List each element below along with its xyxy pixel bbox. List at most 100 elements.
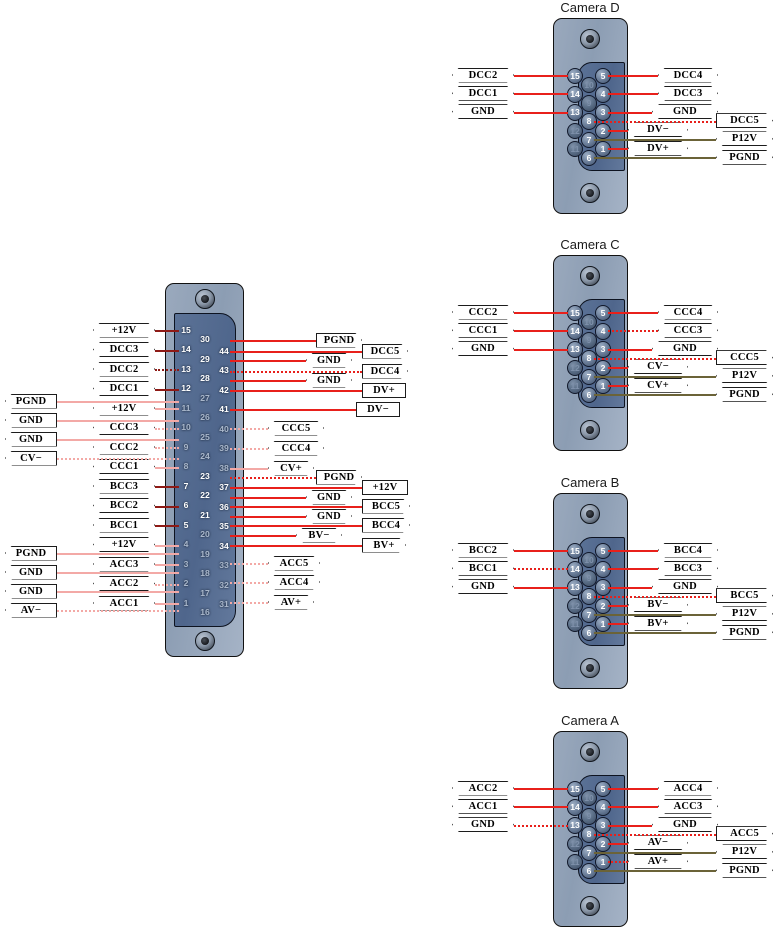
wire-cam-outer-7 xyxy=(594,375,716,378)
wire-right-outer-35 xyxy=(230,525,362,527)
wire-right-33 xyxy=(230,563,268,565)
main-left-label-DCC3-14: DCC3 xyxy=(93,342,155,357)
wire-cam-right-3 xyxy=(608,348,652,351)
camera-left-label-DCC1-14: DCC1 xyxy=(452,86,514,101)
main-right-label-GND-22: GND xyxy=(306,490,352,505)
camera-right-label-ACC4-5: ACC4 xyxy=(658,781,718,796)
camera-title: Camera C xyxy=(560,237,620,252)
wire-left-8 xyxy=(155,466,179,469)
wire-left-1 xyxy=(155,603,179,605)
screw-bottom xyxy=(580,183,600,203)
wire-cam-left-14 xyxy=(514,93,568,96)
camera-title: Camera D xyxy=(560,0,620,15)
pin-3: 3 xyxy=(594,341,612,358)
wire-left-10 xyxy=(155,427,179,430)
pin-9: 9 xyxy=(580,95,598,112)
wire-cam-right-5 xyxy=(608,788,658,790)
main-right-label-PGND-23: PGND xyxy=(316,470,362,485)
wire-left-outer-7 xyxy=(57,610,179,612)
camera-right-label-CCC3-4: CCC3 xyxy=(658,323,718,338)
main-left-outer-label-GND-5: GND xyxy=(5,564,57,580)
wire-left-3 xyxy=(155,564,179,566)
wire-left-5 xyxy=(155,525,179,527)
wire-cam-right-2 xyxy=(608,842,628,845)
wire-cam-left-14 xyxy=(514,806,568,809)
screw-top xyxy=(195,289,215,309)
camera-left-label-CCC2-15: CCC2 xyxy=(452,305,514,320)
pin-9: 9 xyxy=(580,570,598,587)
wire-cam-right-4 xyxy=(608,806,658,809)
wire-cam-right-2 xyxy=(608,129,628,132)
main-right-outer-label-DCC5-44: DCC5 xyxy=(362,344,408,359)
main-right-outer-label-BV+-34: BV+ xyxy=(362,538,406,553)
wire-cam-outer-6 xyxy=(594,394,716,397)
pin-1: 1 xyxy=(594,377,612,395)
screw-bottom xyxy=(195,631,215,651)
wire-cam-left-13 xyxy=(514,824,568,827)
main-left-label-ACC3-3: ACC3 xyxy=(93,557,155,572)
main-left-label-DCC1-12: DCC1 xyxy=(93,381,155,396)
main-right-label-GND-28: GND xyxy=(306,373,352,388)
screw-slot xyxy=(585,901,595,911)
main-left-outer-label-AV−-7: AV− xyxy=(5,602,57,618)
screw-top xyxy=(580,504,600,524)
wire-left-outer-0 xyxy=(57,401,179,403)
camera-left-label-BCC1-14: BCC1 xyxy=(452,561,514,576)
wire-cam-right-1 xyxy=(608,623,628,626)
camera-outer-label-P12V-7: P12V xyxy=(716,606,773,621)
camera-right-label-CV+-1: CV+ xyxy=(628,378,688,393)
wire-cam-right-2 xyxy=(608,604,628,607)
wire-right-31 xyxy=(230,602,268,604)
wire-cam-right-3 xyxy=(608,824,652,827)
wire-cam-right-5 xyxy=(608,312,658,314)
main-left-outer-label-GND-6: GND xyxy=(5,583,57,599)
main-right-label-AV+-31: AV+ xyxy=(268,595,314,610)
wire-right-20 xyxy=(230,535,296,537)
wire-cam-left-14 xyxy=(514,330,568,333)
camera-right-label-DCC4-5: DCC4 xyxy=(658,68,718,83)
camera-outer-label-P12V-7: P12V xyxy=(716,844,773,859)
wire-right-40 xyxy=(230,428,268,430)
wire-right-outer-44 xyxy=(230,351,362,353)
wire-left-15 xyxy=(155,330,179,332)
camera-outer-label-DCC5-8: DCC5 xyxy=(716,113,773,128)
pin-6: 6 xyxy=(580,862,598,880)
main-right-outer-label-DCC4-43: DCC4 xyxy=(362,364,408,379)
wire-cam-right-1 xyxy=(608,148,628,151)
wire-left-outer-5 xyxy=(57,572,179,574)
wire-cam-right-1 xyxy=(608,385,628,388)
camera-right-label-GND-3: GND xyxy=(652,579,718,594)
main-right-label-CCC5-40: CCC5 xyxy=(268,421,324,436)
pin-10: 10 xyxy=(580,789,598,807)
wire-left-12 xyxy=(155,388,179,391)
camera-left-label-DCC2-15: DCC2 xyxy=(452,68,514,83)
wire-cam-left-15 xyxy=(514,550,568,552)
camera-right-label-BCC3-4: BCC3 xyxy=(658,561,718,576)
screw-slot xyxy=(585,509,595,519)
wire-left-outer-6 xyxy=(57,591,179,593)
screw-slot xyxy=(585,34,595,44)
wire-cam-left-13 xyxy=(514,586,568,589)
pin-12: 12 xyxy=(566,597,584,615)
pin-12: 12 xyxy=(566,359,584,377)
camera-left-label-BCC2-15: BCC2 xyxy=(452,543,514,558)
main-left-label-+12V-4: +12V xyxy=(93,537,155,552)
main-left-label-DCC2-13: DCC2 xyxy=(93,362,155,377)
pin-5: 5 xyxy=(594,780,612,798)
camera-left-label-GND-13: GND xyxy=(452,104,514,119)
wire-cam-outer-8 xyxy=(594,833,716,836)
pin-9: 9 xyxy=(580,808,598,825)
camera-right-label-ACC3-4: ACC3 xyxy=(658,799,718,814)
camera-left-label-ACC1-14: ACC1 xyxy=(452,799,514,814)
wire-cam-right-3 xyxy=(608,586,652,589)
wire-right-outer-42 xyxy=(230,390,362,392)
main-right-label-BV−-20: BV− xyxy=(296,528,342,543)
main-right-outer-label-BCC5-36: BCC5 xyxy=(362,499,410,514)
main-right-label-PGND-30: PGND xyxy=(316,333,362,348)
wire-cam-left-13 xyxy=(514,348,568,351)
wire-cam-right-5 xyxy=(608,75,658,77)
wire-right-outer-43 xyxy=(230,371,362,373)
